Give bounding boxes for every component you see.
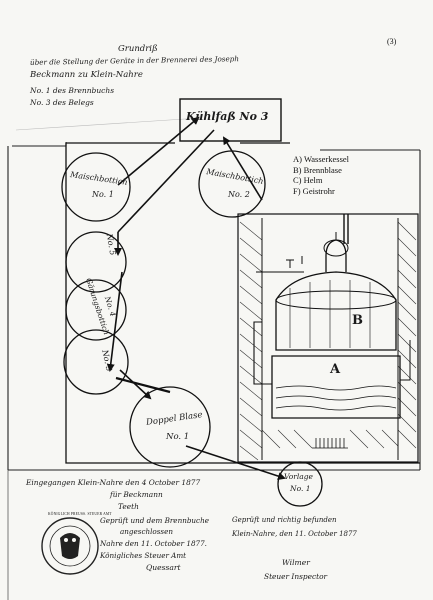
drawing-letter-c: C <box>332 244 338 253</box>
footer-left-line-1: Eingegangen Klein-Nahre den 4 October 18… <box>26 478 201 487</box>
footer-left-line-6: Nahre den 11. October 1877. <box>100 539 207 548</box>
legend-item-a: A) Wasserkessel <box>293 154 350 164</box>
vessel-circle-5 <box>65 231 127 293</box>
header-line-2: Beckmann zu Klein-Nahre <box>30 70 143 80</box>
vessel-label-vorlage-bottom: No. 1 <box>290 484 311 493</box>
footer-left-line-8: Quessart <box>146 563 181 572</box>
cooling-vat-label: Kühlfaß No 3 <box>186 110 269 123</box>
header-line-4: No. 3 des Belegs <box>30 98 94 107</box>
vessel-circle-maisch-1 <box>61 152 131 222</box>
vessel-circle-4 <box>65 279 127 341</box>
footer-left-line-7: Königliches Steuer Amt <box>100 551 187 560</box>
vessel-circle-doppel <box>129 386 211 468</box>
drawing-letter-b: B <box>352 313 363 328</box>
drawing-letter-a: A <box>330 362 341 377</box>
vessel-label-vorlage-top: Vorlage <box>284 472 313 481</box>
footer-left-line-3: Teeth <box>118 502 139 511</box>
still-apparatus-drawing <box>237 213 419 463</box>
official-seal <box>41 517 99 575</box>
apparatus-legend: A) Wasserkessel B) Brennblase C) Helm F)… <box>293 154 349 196</box>
footer-left-line-2: für Beckmann <box>110 490 163 499</box>
legend-item-b: B) Brennblase <box>293 164 342 175</box>
footer-right-line-4: Steuer Inspector <box>264 572 328 581</box>
footer-left-line-4: Geprüft und dem Brennbuche <box>100 516 209 525</box>
vessel-label-maisch-2-bottom: No. 2 <box>228 190 250 199</box>
vessel-label-doppel-bottom: No. 1 <box>166 432 190 442</box>
legend-item-c: C) Helm <box>293 175 323 186</box>
vessel-circle-3 <box>63 329 129 395</box>
footer-right-line-3: Wilmer <box>282 558 310 567</box>
page-marker: (3) <box>387 37 397 46</box>
legend-item-f: F) Geistrohr <box>293 185 335 196</box>
header-line-3: No. 1 des Brennbuchs <box>30 86 115 95</box>
header-title: Grundriß <box>118 44 158 54</box>
plan-frame <box>65 142 420 464</box>
vessel-label-maisch-1-bottom: No. 1 <box>92 190 114 199</box>
seal-text: KÖNIGLICH PREUSS. STEUER AMT <box>48 512 112 516</box>
footer-right-line-1: Geprüft und richtig befunden <box>232 516 337 524</box>
footer-right-line-2: Klein-Nahre, den 11. October 1877 <box>232 530 357 538</box>
footer-left-line-5: angeschlossen <box>120 527 173 536</box>
flow-arrows <box>106 116 286 480</box>
